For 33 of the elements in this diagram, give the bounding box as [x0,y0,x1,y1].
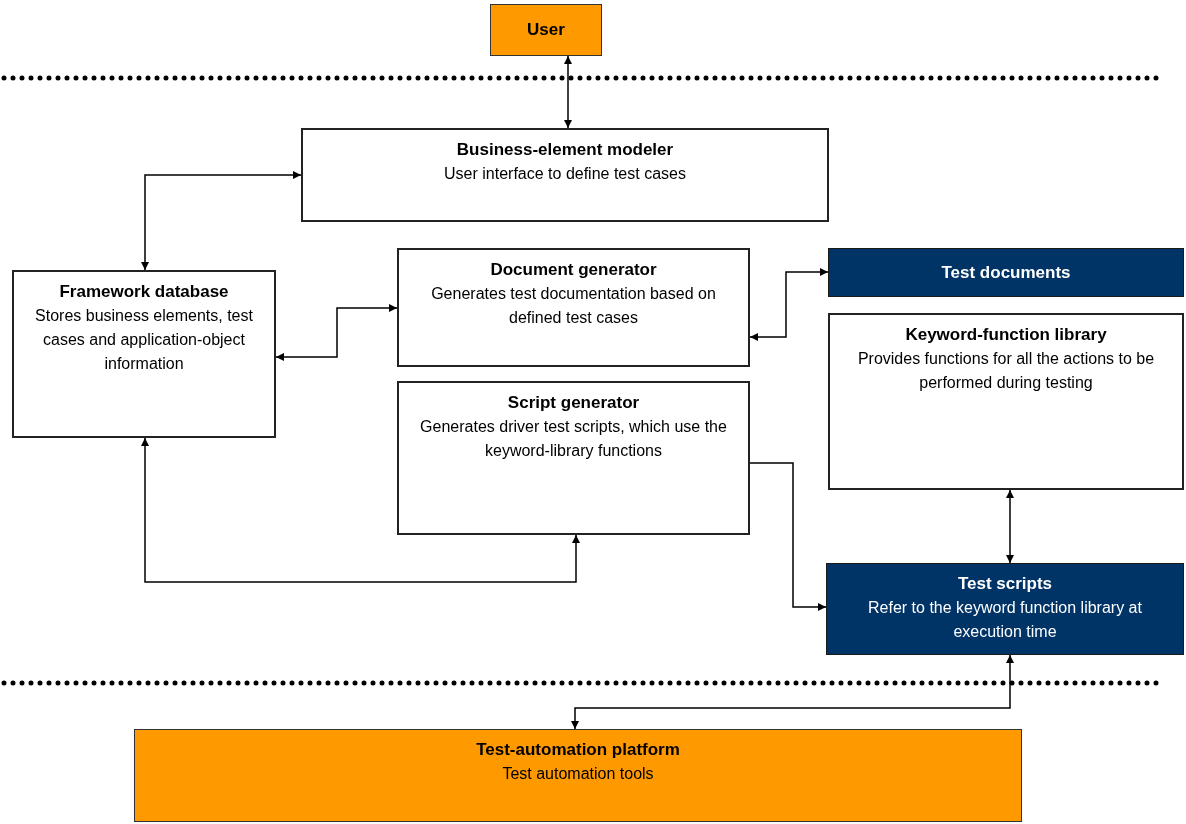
box-heading: Document generator [490,259,657,281]
box-description: Test automation tools [502,764,654,784]
arrow [571,654,1014,730]
process-box [826,563,1184,655]
box-heading: Business-element modeler [456,139,674,161]
arrow [141,437,580,583]
box-heading: Test-automation platform [476,739,680,761]
box-heading: Keyword-function library [905,324,1107,346]
process-box [397,248,750,367]
process-box [134,729,1022,822]
box-heading: Test documents [941,261,1071,284]
box-description: User interface to define test cases [444,164,686,184]
arrow [564,55,572,129]
arrow [275,304,398,361]
box-heading: Test scripts [957,573,1053,595]
process-box [828,313,1184,490]
box-heading: Script generator [507,392,640,414]
arrow [1006,489,1014,564]
arrow [749,462,827,611]
process-box [397,381,750,535]
box-heading: User [527,19,565,41]
process-box [490,4,602,56]
process-box [828,248,1184,297]
box-description: Generates test documentation based on defined test cases [430,284,717,328]
box-description: Generates driver test scripts, which use the keyword-library functions [419,417,728,461]
process-box [12,270,276,438]
process-box [301,128,829,222]
box-description: Provides functions for all the actions to be performed during testing [856,349,1156,393]
box-description: Stores business elements, test cases and application-object information [34,306,254,374]
box-description: Refer to the keyword function library at execution time [867,598,1143,642]
arrow [141,171,302,271]
arrow [749,268,829,341]
box-heading: Framework database [59,281,229,303]
